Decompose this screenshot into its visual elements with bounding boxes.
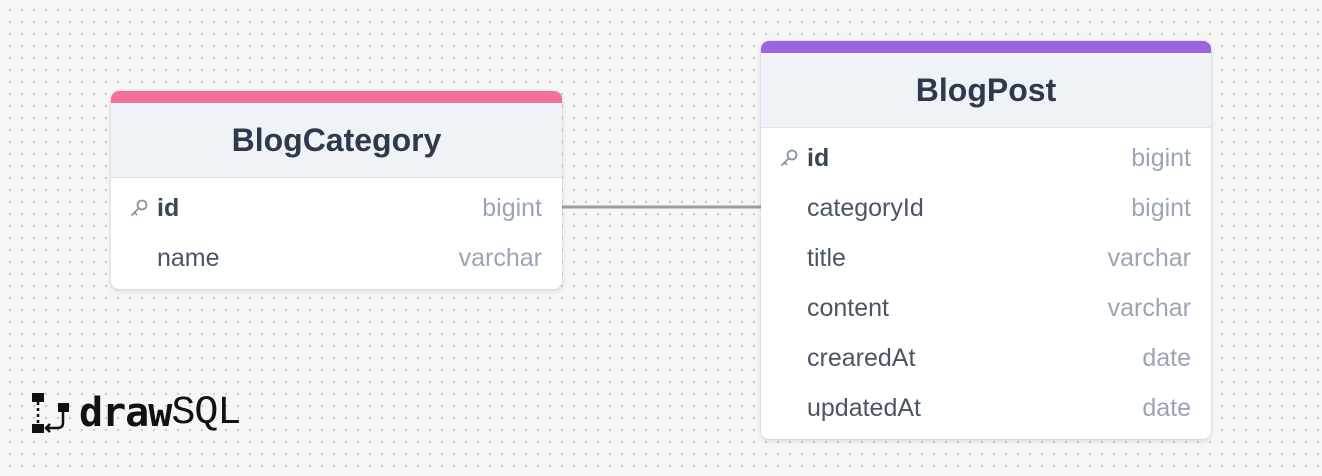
column-row[interactable]: name varchar bbox=[111, 233, 562, 283]
column-name: id bbox=[157, 193, 180, 222]
column-name: name bbox=[157, 243, 220, 272]
column-type: bigint bbox=[482, 193, 542, 222]
column-type: date bbox=[1142, 393, 1191, 422]
column-row[interactable]: content varchar bbox=[761, 283, 1211, 333]
column-row[interactable]: crearedAt date bbox=[761, 333, 1211, 383]
drawsql-logo-icon bbox=[32, 393, 69, 433]
table-blogcategory[interactable]: BlogCategory id bigint name varchar bbox=[111, 91, 562, 289]
column-type: bigint bbox=[1131, 193, 1191, 222]
drawsql-logo[interactable]: draw SQL bbox=[31, 389, 241, 437]
column-name: crearedAt bbox=[807, 343, 916, 372]
primary-key-icon bbox=[129, 198, 157, 218]
table-title[interactable]: BlogCategory bbox=[111, 103, 562, 178]
column-type: varchar bbox=[458, 243, 542, 272]
logo-text-draw: draw bbox=[79, 390, 172, 436]
table-blogpost[interactable]: BlogPost id bigint categoryId bigint tit… bbox=[761, 41, 1211, 439]
column-name: title bbox=[807, 243, 846, 272]
table-accent-bar bbox=[111, 91, 562, 103]
column-name: updatedAt bbox=[807, 393, 921, 422]
column-row[interactable]: title varchar bbox=[761, 233, 1211, 283]
table-title[interactable]: BlogPost bbox=[761, 53, 1211, 128]
column-type: varchar bbox=[1107, 293, 1191, 322]
column-name: id bbox=[807, 143, 830, 172]
column-name: content bbox=[807, 293, 890, 322]
column-type: varchar bbox=[1107, 243, 1191, 272]
column-name: categoryId bbox=[807, 193, 924, 222]
column-row[interactable]: id bigint bbox=[111, 183, 562, 233]
column-type: date bbox=[1142, 343, 1191, 372]
logo-text-sql: SQL bbox=[171, 390, 241, 436]
primary-key-icon bbox=[779, 148, 807, 168]
table-accent-bar bbox=[761, 41, 1211, 53]
column-type: bigint bbox=[1131, 143, 1191, 172]
column-row[interactable]: id bigint bbox=[761, 133, 1211, 183]
column-row[interactable]: categoryId bigint bbox=[761, 183, 1211, 233]
column-row[interactable]: updatedAt date bbox=[761, 383, 1211, 433]
